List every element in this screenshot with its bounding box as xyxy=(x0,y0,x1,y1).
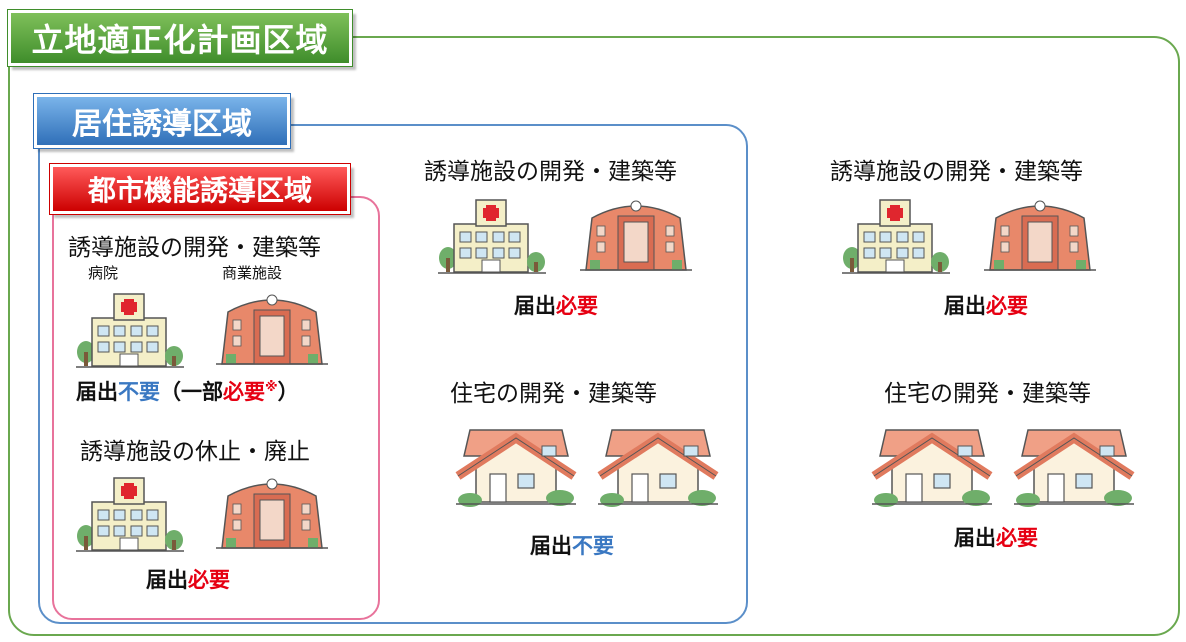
notice-status: 不要 xyxy=(572,534,614,558)
residential-housing-title: 住宅の開発・建築等 xyxy=(450,381,657,407)
hospital-icon xyxy=(75,293,185,368)
house-icon xyxy=(456,412,576,506)
outside-facility-title: 誘導施設の開発・建築等 xyxy=(830,159,1083,185)
notice-prefix: 届出 xyxy=(76,380,118,404)
outside-housing-notice: 届出必要 xyxy=(954,522,1038,552)
residential-facility-notice: 届出必要 xyxy=(514,290,598,320)
urban-dev-notice: 届出不要（一部必要※） xyxy=(76,376,299,406)
urban-dev-title: 誘導施設の開発・建築等 xyxy=(68,235,321,261)
notice-prefix: 届出 xyxy=(944,294,986,318)
notice-prefix: 届出 xyxy=(146,568,188,592)
house-icon xyxy=(1014,412,1134,506)
notice-mark: ※ xyxy=(265,380,278,395)
urban-function-area-label: 都市機能誘導区域 xyxy=(50,164,350,214)
outside-facility-notice: 届出必要 xyxy=(944,290,1028,320)
urban-closure-notice: 届出必要 xyxy=(146,564,230,594)
plan-area-frame xyxy=(8,36,1180,636)
hospital-icon xyxy=(437,199,547,274)
commercial-building-icon xyxy=(983,200,1097,271)
notice-close: ） xyxy=(277,380,299,404)
hospital-icon xyxy=(75,477,185,552)
outside-housing-title: 住宅の開発・建築等 xyxy=(884,381,1091,407)
notice-status: 必要 xyxy=(986,294,1028,318)
commercial-building-icon xyxy=(215,478,329,549)
residential-facility-title: 誘導施設の開発・建築等 xyxy=(424,159,677,185)
notice-partial: 必要 xyxy=(223,380,265,404)
hospital-label: 病院 xyxy=(88,264,119,282)
house-icon xyxy=(598,412,718,506)
commercial-label: 商業施設 xyxy=(222,264,283,282)
notice-status: 必要 xyxy=(188,568,230,592)
commercial-building-icon xyxy=(579,200,693,271)
notice-status: 必要 xyxy=(556,294,598,318)
residential-area-frame xyxy=(38,124,748,624)
residential-area-label: 居住誘導区域 xyxy=(34,94,290,148)
notice-prefix: 届出 xyxy=(514,294,556,318)
commercial-building-icon xyxy=(215,294,329,365)
notice-prefix: 届出 xyxy=(954,526,996,550)
urban-closure-title: 誘導施設の休止・廃止 xyxy=(80,439,310,465)
house-icon xyxy=(872,412,992,506)
hospital-icon xyxy=(841,199,951,274)
notice-status: 不要 xyxy=(118,380,160,404)
plan-area-label: 立地適正化計画区域 xyxy=(8,10,352,66)
notice-status: 必要 xyxy=(996,526,1038,550)
notice-open: （一部 xyxy=(160,380,223,404)
notice-prefix: 届出 xyxy=(530,534,572,558)
residential-housing-notice: 届出不要 xyxy=(530,530,614,560)
